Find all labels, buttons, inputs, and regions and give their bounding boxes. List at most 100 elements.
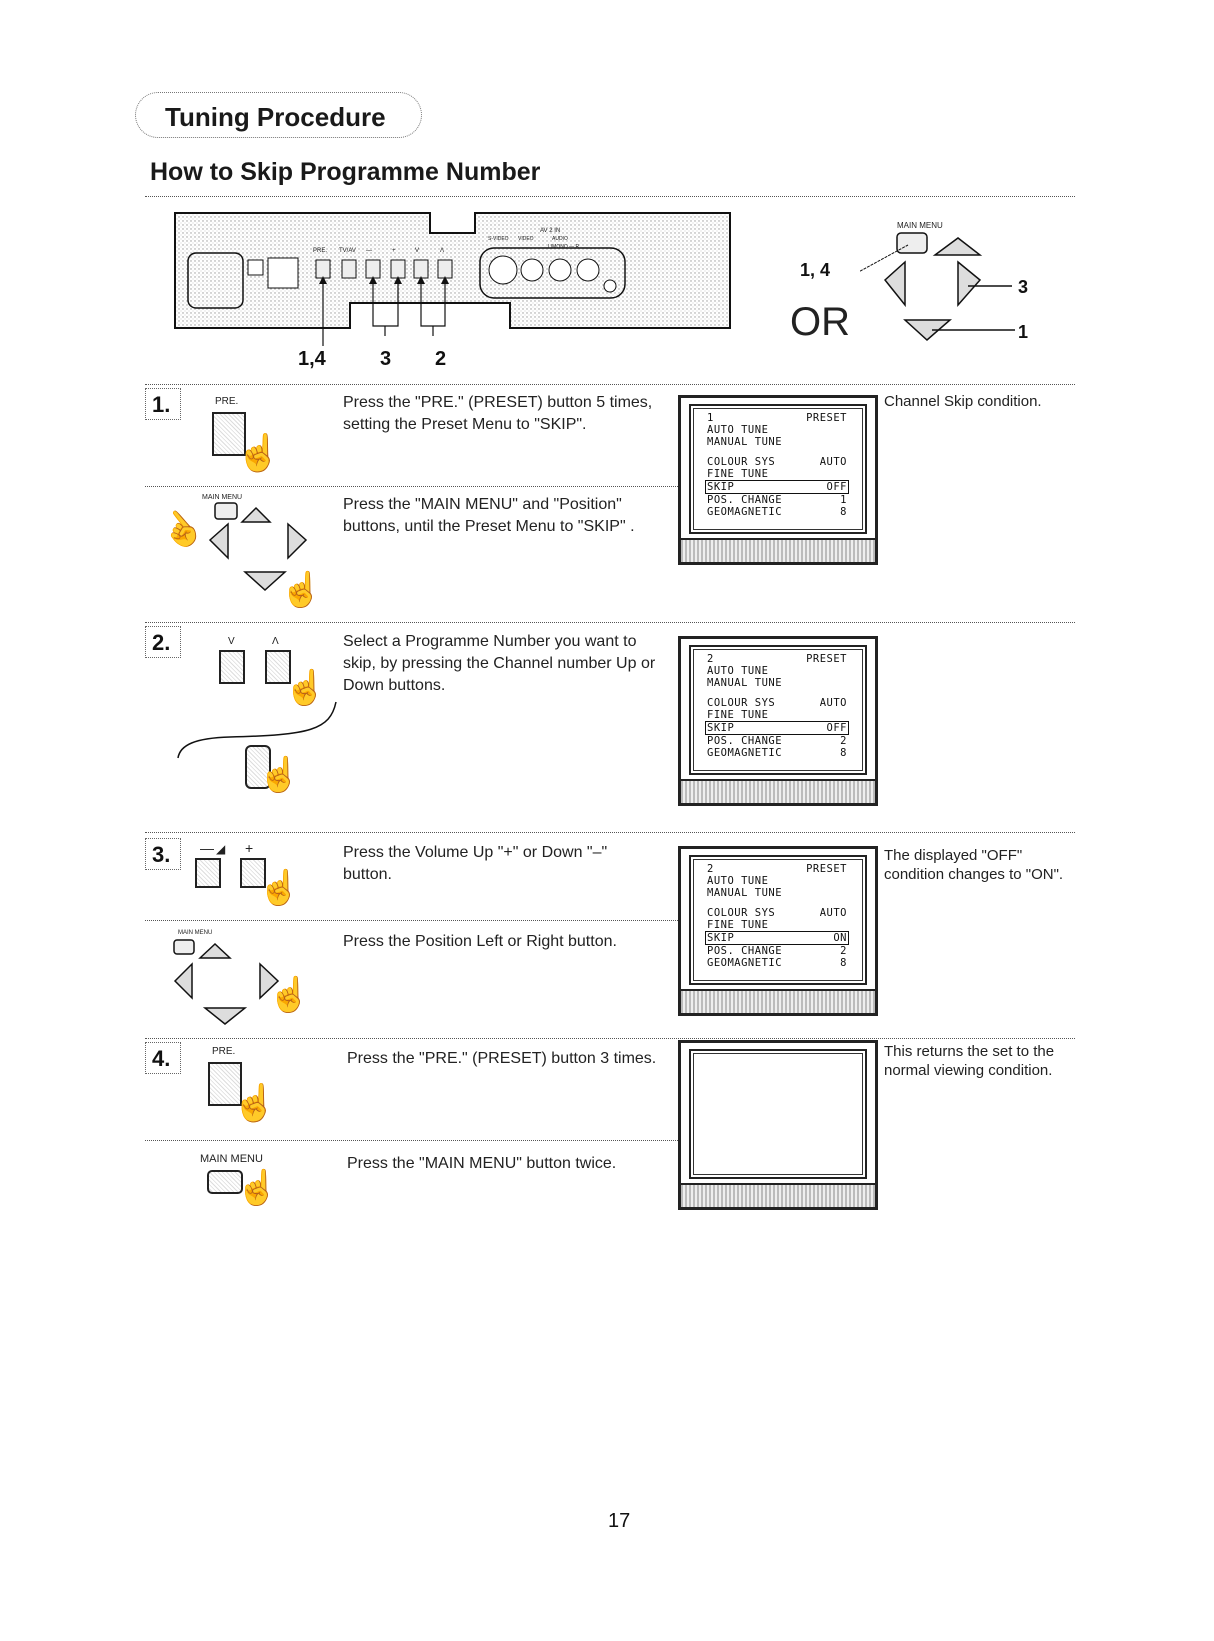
osd-item: COLOUR SYS bbox=[707, 456, 776, 468]
step-4-note: This returns the set to the normal viewi… bbox=[884, 1042, 1054, 1080]
osd-item: AUTO TUNE bbox=[707, 424, 769, 436]
remote-left-arrow bbox=[883, 260, 906, 308]
panel-button-ch-up bbox=[437, 259, 453, 279]
step-1-main-menu-label: MAIN MENU bbox=[202, 494, 243, 501]
osd-item: AUTO TUNE bbox=[707, 665, 769, 677]
remote-buttons-diagram bbox=[860, 232, 1015, 342]
av-in-label: AV 2 IN bbox=[540, 228, 561, 234]
step-4-badge: 4. bbox=[145, 1042, 181, 1074]
osd-item: FINE TUNE bbox=[707, 468, 769, 480]
osd-item: GEOMAGNETIC bbox=[707, 747, 783, 759]
step-2-ch-down-button-icon bbox=[219, 650, 245, 684]
osd-skip-item: SKIP bbox=[707, 932, 735, 944]
front-panel-diagram bbox=[174, 212, 731, 346]
headphone-jack bbox=[603, 279, 617, 293]
osd-value: 2 bbox=[840, 735, 847, 747]
callout-channel: 2 bbox=[435, 348, 447, 370]
step-4-main-menu-button-icon bbox=[207, 1170, 243, 1194]
remote-callout-down: 1 bbox=[1018, 322, 1029, 342]
section-title: Tuning Procedure bbox=[165, 102, 386, 132]
page-title: How to Skip Programme Number bbox=[150, 158, 541, 186]
osd-value: AUTO bbox=[819, 697, 847, 709]
panel-label-ch-down: V bbox=[415, 248, 420, 254]
step-3-vol-up-button-icon bbox=[240, 858, 266, 888]
osd-item: MANUAL TUNE bbox=[707, 677, 783, 689]
section-title-frame bbox=[135, 92, 422, 138]
osd-item: FINE TUNE bbox=[707, 709, 769, 721]
step-4-sub-divider bbox=[145, 1140, 680, 1141]
hand-pointer-icon: ☝ bbox=[280, 571, 323, 609]
panel-button-vol-down bbox=[365, 259, 381, 279]
step-1-divider bbox=[145, 384, 1075, 385]
step-3-note-line-2: condition changes to "ON". bbox=[884, 866, 1064, 883]
step-3-remote-cluster-icon bbox=[173, 939, 280, 1025]
remote-callout-main-menu: 1, 4 bbox=[800, 260, 831, 280]
step-3-badge: 3. bbox=[145, 838, 181, 870]
step-1-sub-divider bbox=[145, 486, 680, 487]
hand-pointer-icon: ☝ bbox=[258, 756, 301, 794]
osd-item: FINE TUNE bbox=[707, 919, 769, 931]
step-2-badge: 2. bbox=[145, 626, 181, 658]
step-3b-instruction: Press the Position Left or Right button. bbox=[343, 933, 617, 950]
osd-item: POS. CHANGE bbox=[707, 494, 783, 506]
hand-pointer-icon: ☝ bbox=[258, 869, 301, 907]
step-4-pre-button-icon bbox=[208, 1062, 242, 1106]
step-2-ch-up-button-icon bbox=[265, 650, 291, 684]
osd-skip-value: OFF bbox=[826, 481, 847, 493]
step-1b-instruction: Press the "MAIN MENU" and "Position" but… bbox=[343, 494, 635, 538]
step-1-remote-cluster-icon bbox=[208, 502, 308, 592]
step-3a-line-2: button. bbox=[343, 866, 392, 883]
step-1-pre-button-icon bbox=[212, 412, 246, 456]
step-3-vol-up-label: + bbox=[245, 840, 254, 856]
step-4-note-line-2: normal viewing condition. bbox=[884, 1062, 1053, 1079]
step-1-badge: 1. bbox=[145, 388, 181, 420]
sensor-window bbox=[267, 257, 299, 289]
osd-item: MANUAL TUNE bbox=[707, 436, 783, 448]
panel-button-pre bbox=[315, 259, 331, 279]
hand-pointer-icon: ☝ bbox=[236, 432, 281, 473]
step-4-main-menu-label: MAIN MENU bbox=[200, 1153, 263, 1165]
remote-callout-right: 3 bbox=[1018, 277, 1029, 297]
step-3-main-menu-label: MAIN MENU bbox=[178, 930, 213, 936]
osd-item: AUTO TUNE bbox=[707, 875, 769, 887]
step-4-divider bbox=[145, 1038, 1075, 1039]
callout-volume: 3 bbox=[380, 348, 392, 370]
osd-title: PRESET bbox=[806, 863, 847, 875]
callout-pre: 1,4 bbox=[298, 348, 326, 370]
indicator-window bbox=[247, 259, 264, 276]
step-3a-line-1: Press the Volume Up "+" or Down "–" bbox=[343, 844, 608, 861]
step-4-tv-screen-blank bbox=[678, 1040, 878, 1210]
step-4-pre-label: PRE. bbox=[212, 1046, 236, 1057]
step-1b-line-2: buttons, until the Preset Menu to "SKIP"… bbox=[343, 518, 635, 535]
osd-preset-number: 2 bbox=[707, 863, 714, 875]
page-number: 17 bbox=[608, 1510, 631, 1532]
osd-value: 8 bbox=[840, 506, 847, 518]
step-4a-instruction: Press the "PRE." (PRESET) button 3 times… bbox=[347, 1050, 657, 1067]
hand-pointer-icon: ☝ bbox=[236, 1169, 279, 1207]
step-3-note: The displayed "OFF" condition changes to… bbox=[884, 846, 1063, 884]
panel-button-tvav bbox=[341, 259, 357, 279]
remote-main-menu-button bbox=[896, 232, 928, 254]
osd-skip-item: SKIP bbox=[707, 722, 735, 734]
audio-l-jack bbox=[548, 258, 572, 282]
step-3-divider bbox=[145, 832, 1075, 833]
step-1a-line-1: Press the "PRE." (PRESET) button 5 times… bbox=[343, 394, 653, 411]
step-4b-instruction: Press the "MAIN MENU" button twice. bbox=[347, 1155, 617, 1172]
step-2-rocker-button-icon bbox=[245, 745, 271, 789]
audio-r-jack bbox=[576, 258, 600, 282]
jack-label-lr: L/MONO — R bbox=[548, 244, 580, 250]
step-3-vol-down-label: — bbox=[200, 840, 214, 856]
osd-item: COLOUR SYS bbox=[707, 697, 776, 709]
step-1a-instruction: Press the "PRE." (PRESET) button 5 times… bbox=[343, 392, 652, 436]
panel-button-vol-up bbox=[390, 259, 406, 279]
panel-label-pre: PRE. bbox=[313, 248, 328, 254]
step-3-note-line-1: The displayed "OFF" bbox=[884, 847, 1023, 864]
osd-item: COLOUR SYS bbox=[707, 907, 776, 919]
osd-title: PRESET bbox=[806, 412, 847, 424]
or-label: OR bbox=[790, 300, 850, 344]
osd-value: 8 bbox=[840, 957, 847, 969]
